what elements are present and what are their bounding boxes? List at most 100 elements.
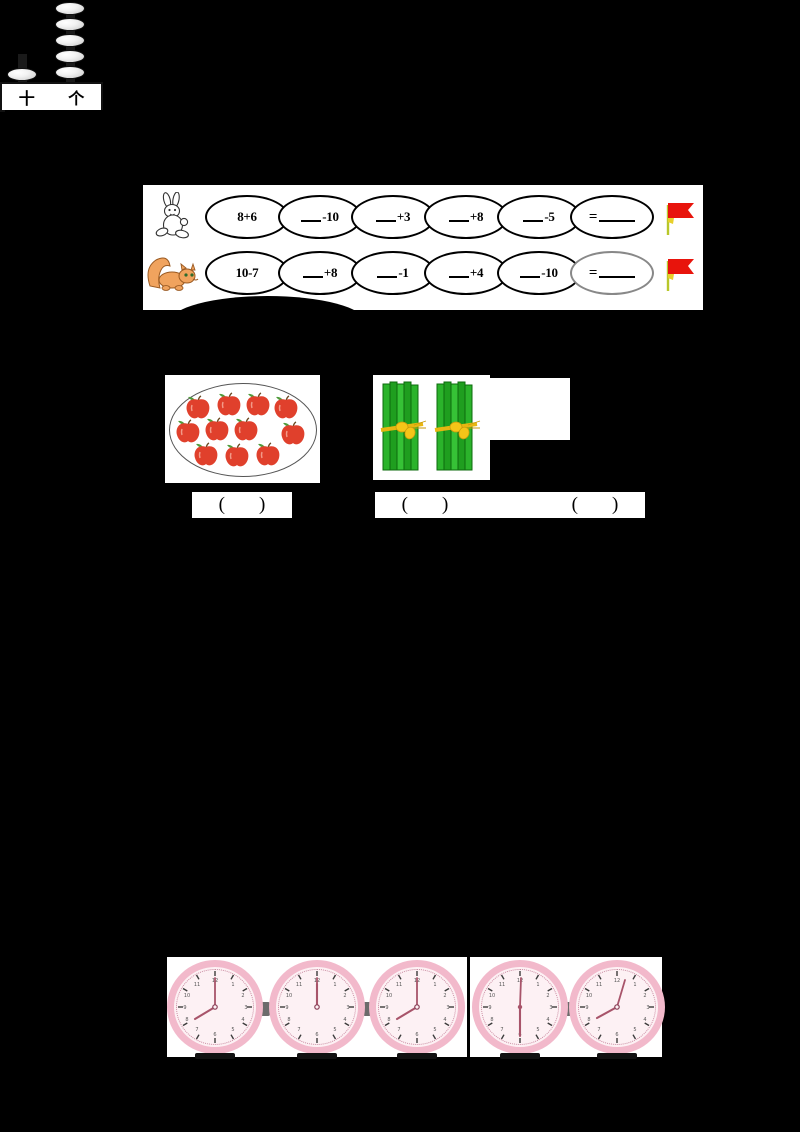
answer-blank[interactable] xyxy=(301,209,322,222)
chain-cell-step[interactable]: -5 xyxy=(497,195,581,239)
answer-blank[interactable] xyxy=(523,209,544,222)
paren-close: ) xyxy=(442,494,449,515)
chain-cell-result[interactable]: = xyxy=(570,251,654,295)
answer-blank[interactable] xyxy=(302,265,323,278)
clock-dial-ring xyxy=(578,969,656,1045)
svg-text:3: 3 xyxy=(346,1005,349,1011)
svg-text:8: 8 xyxy=(185,1017,188,1023)
answer-blank[interactable] xyxy=(448,265,469,278)
chain-calculation-panel: 8+6 -10 +3 +8 -5 = xyxy=(143,185,703,310)
chain-row: 10-7 +8 -1 +4 -10 = xyxy=(143,245,703,301)
answer-box-abacus[interactable]: ( ) xyxy=(545,492,645,518)
clock-dial-ring xyxy=(378,969,456,1045)
answer-row-filler xyxy=(470,492,550,518)
answer-blank[interactable] xyxy=(377,265,398,278)
svg-text:11: 11 xyxy=(596,982,602,988)
svg-text:7: 7 xyxy=(195,1027,198,1033)
abacus-bead[interactable] xyxy=(55,18,85,31)
apple-icon xyxy=(234,417,258,441)
clock-knob xyxy=(363,1002,374,1016)
apple-icon xyxy=(246,392,270,416)
svg-text:10: 10 xyxy=(586,993,592,999)
clock-foot xyxy=(597,1053,637,1059)
apple-icon xyxy=(225,443,249,467)
svg-text:9: 9 xyxy=(385,1005,388,1011)
svg-text:10: 10 xyxy=(286,993,292,999)
apple-icon xyxy=(256,442,280,466)
chain-cell-start: 8+6 xyxy=(205,195,289,239)
chain-cell-step[interactable]: -10 xyxy=(278,195,362,239)
answer-box-sticks[interactable]: ( ) xyxy=(375,492,475,518)
svg-text:8: 8 xyxy=(490,1017,493,1023)
apple-icon xyxy=(205,417,229,441)
chain-cell-step[interactable]: +8 xyxy=(424,195,508,239)
svg-text:1: 1 xyxy=(536,982,539,988)
stick-bundle-icon xyxy=(434,381,481,471)
apple-icon xyxy=(217,392,241,416)
answer-box-apples[interactable]: ( ) xyxy=(192,492,292,518)
svg-text:7: 7 xyxy=(397,1027,400,1033)
apple-icon xyxy=(194,442,218,466)
svg-text:7: 7 xyxy=(597,1027,600,1033)
abacus-bead[interactable] xyxy=(55,34,85,47)
answer-parentheses: ( ) xyxy=(402,494,449,516)
chain-cell-step[interactable]: -10 xyxy=(497,251,581,295)
clock-foot xyxy=(195,1053,235,1059)
clock-foot xyxy=(397,1053,437,1059)
chain-cell-result[interactable]: = xyxy=(570,195,654,239)
svg-text:4: 4 xyxy=(643,1017,646,1023)
abacus-bead[interactable] xyxy=(55,2,85,15)
svg-text:6: 6 xyxy=(415,1032,418,1038)
svg-text:11: 11 xyxy=(499,982,505,988)
answer-blank[interactable] xyxy=(520,265,541,278)
svg-text:2: 2 xyxy=(643,993,646,999)
svg-text:6: 6 xyxy=(213,1032,216,1038)
chain-cell-step[interactable]: -1 xyxy=(351,251,435,295)
stick-bundle-icon xyxy=(380,381,427,471)
svg-text:1: 1 xyxy=(633,982,636,988)
svg-text:5: 5 xyxy=(536,1027,539,1033)
svg-text:8: 8 xyxy=(387,1017,390,1023)
abacus-label-tens: 十 xyxy=(18,89,35,108)
sticks-panel-filler xyxy=(490,378,570,440)
svg-text:2: 2 xyxy=(546,993,549,999)
svg-text:10: 10 xyxy=(184,993,190,999)
red-flag-icon xyxy=(657,246,703,300)
abacus-bead[interactable] xyxy=(55,50,85,63)
svg-text:3: 3 xyxy=(446,1005,449,1011)
svg-text:7: 7 xyxy=(500,1027,503,1033)
svg-text:7: 7 xyxy=(297,1027,300,1033)
svg-text:1: 1 xyxy=(231,982,234,988)
answer-parentheses: ( ) xyxy=(572,494,619,516)
svg-text:9: 9 xyxy=(585,1005,588,1011)
answer-blank[interactable] xyxy=(375,209,396,222)
answer-blank[interactable] xyxy=(448,209,469,222)
svg-text:5: 5 xyxy=(333,1027,336,1033)
abacus-bead[interactable] xyxy=(55,66,85,79)
svg-text:3: 3 xyxy=(549,1005,552,1011)
chain-oval-group: 8+6 -10 +3 +8 -5 = xyxy=(205,190,657,244)
chain-cell-step[interactable]: +4 xyxy=(424,251,508,295)
paren-open: ( xyxy=(571,494,578,515)
svg-text:1: 1 xyxy=(433,982,436,988)
stick-bundles-figure xyxy=(373,375,490,480)
svg-text:9: 9 xyxy=(488,1005,491,1011)
chain-cell-step[interactable]: +3 xyxy=(351,195,435,239)
svg-text:11: 11 xyxy=(296,982,302,988)
svg-text:6: 6 xyxy=(615,1032,618,1038)
answer-blank[interactable] xyxy=(599,209,636,222)
clock-foot xyxy=(500,1053,540,1059)
chain-cell-step[interactable]: +8 xyxy=(278,251,362,295)
svg-text:4: 4 xyxy=(343,1017,346,1023)
svg-text:3: 3 xyxy=(646,1005,649,1011)
red-flag-icon xyxy=(657,190,703,244)
svg-text:8: 8 xyxy=(287,1017,290,1023)
abacus-bead[interactable] xyxy=(7,68,37,81)
answer-blank[interactable] xyxy=(599,265,636,278)
apples-counting-figure xyxy=(165,375,320,483)
paren-open: ( xyxy=(401,494,408,515)
